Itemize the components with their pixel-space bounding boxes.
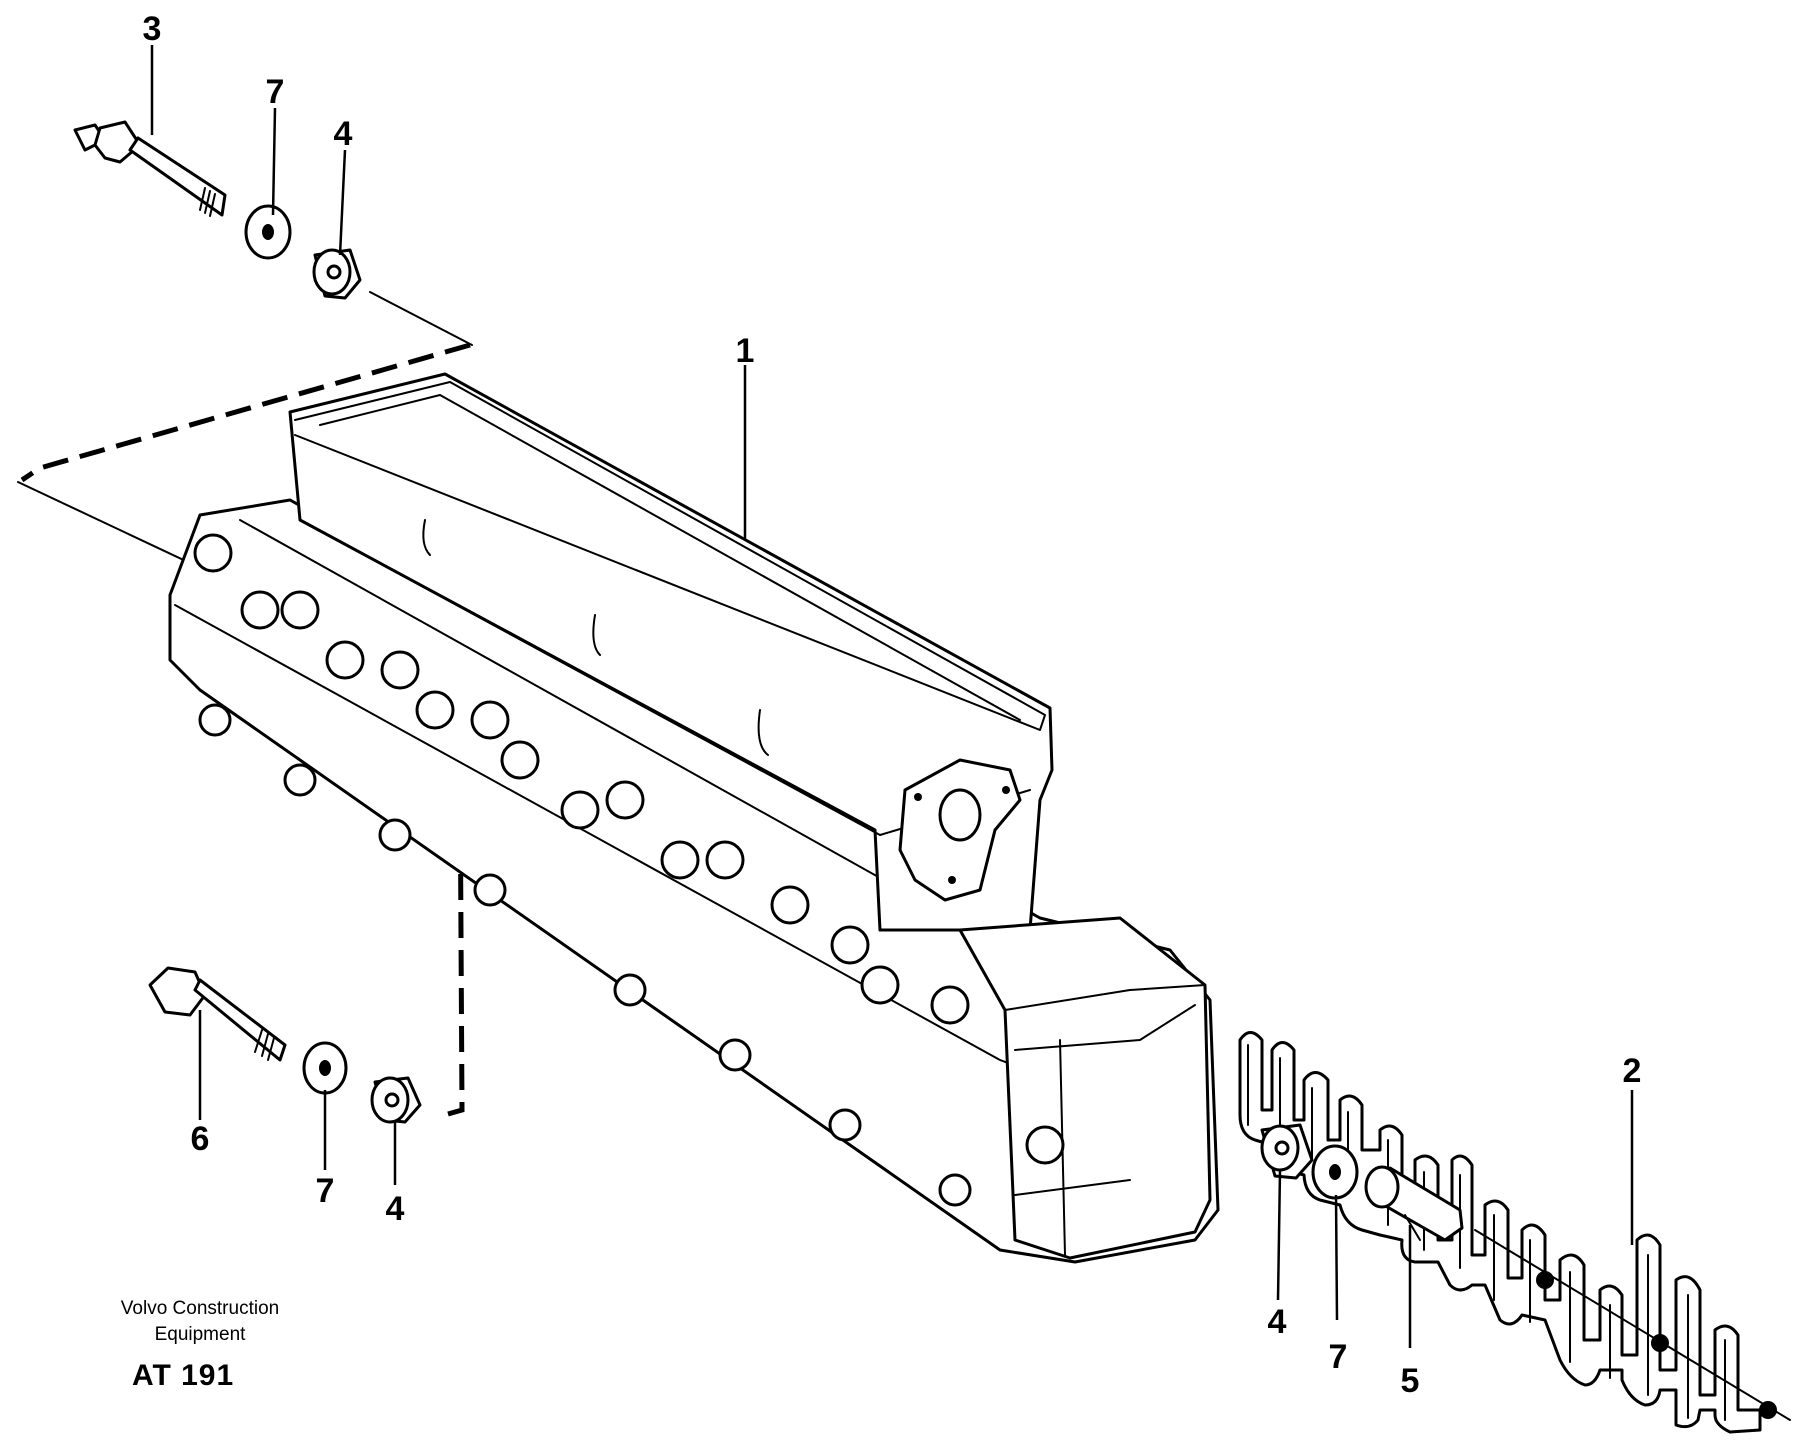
publisher-label: Volvo Construction Equipment bbox=[90, 1296, 310, 1348]
callout-manifold: 1 bbox=[736, 332, 755, 370]
callout-washer-bottom: 7 bbox=[316, 1172, 335, 1210]
callout-sleeve: 5 bbox=[1401, 1362, 1420, 1400]
callout-spacer-right: 4 bbox=[1268, 1303, 1287, 1341]
callout-washer-top: 7 bbox=[266, 73, 285, 111]
spacer-top bbox=[312, 248, 362, 300]
sleeve bbox=[1364, 1165, 1464, 1242]
callout-bolt-bottom: 6 bbox=[191, 1120, 210, 1158]
callout-bolt-top: 3 bbox=[143, 10, 162, 48]
plate-id: AT 191 bbox=[132, 1359, 235, 1392]
exhaust-manifold bbox=[168, 372, 1220, 1264]
callout-spacer-bottom: 4 bbox=[386, 1190, 405, 1228]
callout-spacer-top: 4 bbox=[334, 115, 353, 153]
spacer-bottom bbox=[370, 1076, 422, 1124]
heat-shield bbox=[1238, 1031, 1791, 1434]
callout-numbers: 1 2 3 4 7 6 7 4 4 7 5 bbox=[143, 10, 1642, 1400]
washer-bottom bbox=[302, 1041, 348, 1095]
manifold-bolt-holes bbox=[193, 533, 1065, 1207]
callout-heat-shield: 2 bbox=[1623, 1052, 1642, 1090]
bolt-bottom bbox=[148, 966, 287, 1062]
washer-right bbox=[1311, 1144, 1359, 1200]
publisher-line-1: Volvo Construction bbox=[120, 1298, 280, 1319]
callout-washer-right: 7 bbox=[1329, 1338, 1348, 1376]
spacer-right bbox=[1260, 1123, 1314, 1180]
publisher-line-2: Equipment bbox=[154, 1324, 246, 1345]
bolt-top bbox=[73, 120, 227, 217]
leader-lines bbox=[150, 45, 1634, 1348]
washer-top bbox=[244, 204, 292, 260]
